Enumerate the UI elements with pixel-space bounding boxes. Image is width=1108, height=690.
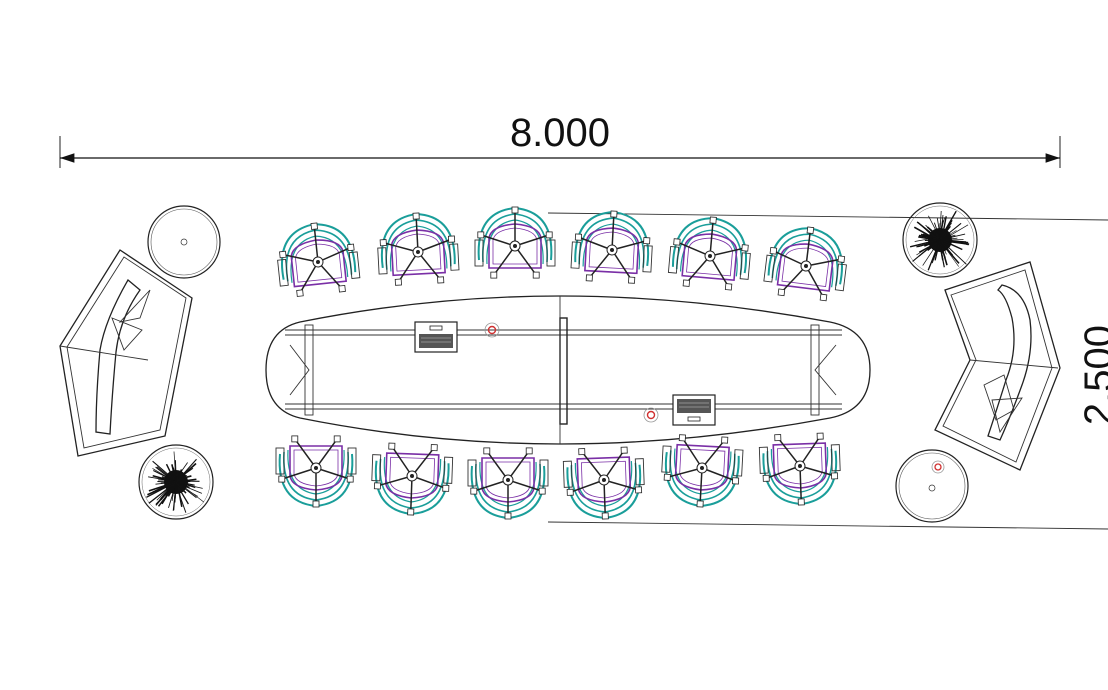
laptop-icon (414, 321, 458, 353)
office-chair-icon (275, 435, 357, 508)
office-chair-icon (371, 442, 454, 516)
office-chair-icon (474, 206, 556, 279)
office-chair-icon (277, 222, 361, 297)
laptop-icon (672, 394, 716, 426)
chairs-group (275, 206, 847, 520)
conference-table (265, 295, 871, 445)
plant-icon (138, 444, 214, 520)
side-table-icon (147, 205, 221, 279)
office-chair-icon (377, 212, 460, 286)
width-dimension: 8.000 (59, 111, 1061, 168)
office-chair-icon (758, 432, 841, 506)
office-chair-icon (661, 434, 744, 508)
office-chair-icon (667, 216, 751, 291)
table-marker-icon (484, 322, 500, 338)
plant-icon (902, 202, 978, 278)
office-chair-icon (562, 446, 645, 520)
width-dimension-label: 8.000 (510, 111, 610, 155)
office-chair-icon (467, 447, 549, 520)
sofa-icon (934, 261, 1061, 471)
side-table-icon (895, 449, 969, 523)
height-dimension-label: 2.500 (1077, 325, 1108, 425)
table-marker-icon (643, 407, 659, 423)
office-chair-icon (570, 210, 653, 284)
height-dimension: 2.500 (547, 212, 1108, 530)
office-chair-icon (763, 226, 847, 302)
sofa-icon (59, 249, 193, 457)
